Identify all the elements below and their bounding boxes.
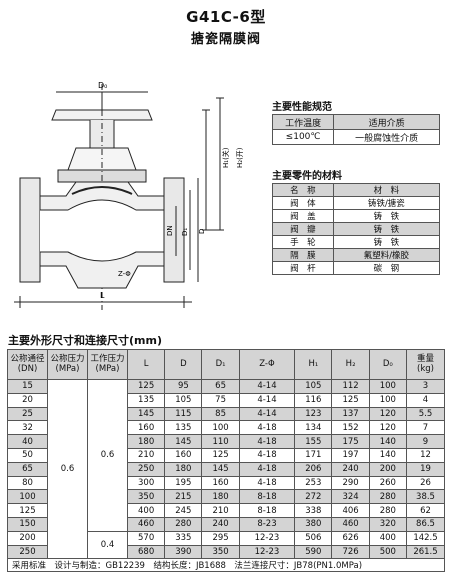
product-model: G41C-6型 [186, 8, 266, 26]
dims-header-d0: D₀ [368, 349, 408, 380]
dims-header-wp: 工作压力(MPa) [87, 349, 128, 380]
label-d1: D₁ [181, 228, 189, 236]
nominal-pressure-cell: 0.6 [47, 378, 88, 560]
parts-table: 名 称 材 料 阀 体铸铁/搪瓷 阀 盖铸 铁 阀 瓣铸 铁 手 轮铸 铁 隔 … [272, 183, 441, 275]
working-pressure-cell: 0.6 [87, 379, 128, 532]
table-row: 阀 杆碳 钢 [272, 261, 441, 275]
valve-drawing: D₀ H₁(关) H₂(开) DN D₁ D Z-Φ L [14, 81, 244, 310]
label-l: L [100, 291, 105, 300]
performance-table: 工作温度 适用介质 ≤100℃ 一般腐蚀性介质 [271, 114, 440, 145]
table-row: 阀 体铸铁/搪瓷 [272, 196, 441, 210]
label-d: D [198, 229, 206, 234]
perf-header-temp: 工作温度 [271, 114, 335, 130]
table-row: 阀 盖铸 铁 [272, 209, 441, 223]
performance-title: 主要性能规范 [272, 102, 332, 113]
dims-header-l: L [126, 349, 166, 380]
perf-header-medium: 适用介质 [333, 114, 440, 130]
standards-footer: 采用标准 设计与制造：GB12239 结构长度：JB1688 法兰连接尺寸：JB… [7, 558, 445, 573]
dims-header-h1: H₁ [294, 349, 333, 380]
dims-header-z: Z-Φ [238, 349, 296, 380]
label-h2: H₂(开) [236, 147, 244, 168]
product-name: 搪瓷隔膜阀 [190, 32, 261, 47]
label-z: Z-Φ [118, 270, 131, 278]
dims-header-h2: H₂ [331, 349, 370, 380]
dimensions-title: 主要外形尺寸和连接尺寸(mm) [8, 334, 162, 347]
dims-header-d: D [164, 349, 203, 380]
dims-header-pn: 公称压力(MPa) [47, 349, 88, 380]
table-row: 隔 膜氟塑料/橡胶 [272, 248, 441, 262]
table-row: 手 轮铸 铁 [272, 235, 441, 249]
label-dn: DN [166, 225, 174, 236]
label-d0: D₀ [98, 81, 107, 90]
dims-header-dn: 公称通径(DN) [7, 349, 48, 380]
parts-header-material: 材 料 [332, 183, 441, 197]
table-row: 阀 瓣铸 铁 [272, 222, 441, 236]
dims-header-weight: 重量(kg) [406, 349, 445, 380]
dims-header-d1: D₁ [201, 349, 240, 380]
dimensions-table: 公称通径(DN) 公称压力(MPa) 工作压力(MPa) L D D₁ Z-Φ … [7, 349, 445, 573]
parts-header-name: 名 称 [272, 183, 334, 197]
parts-title: 主要零件的材料 [272, 171, 342, 182]
label-h1: H₁(关) [221, 147, 230, 168]
working-pressure-cell: 0.4 [87, 530, 128, 560]
table-row: ≤100℃ 一般腐蚀性介质 [271, 129, 440, 145]
